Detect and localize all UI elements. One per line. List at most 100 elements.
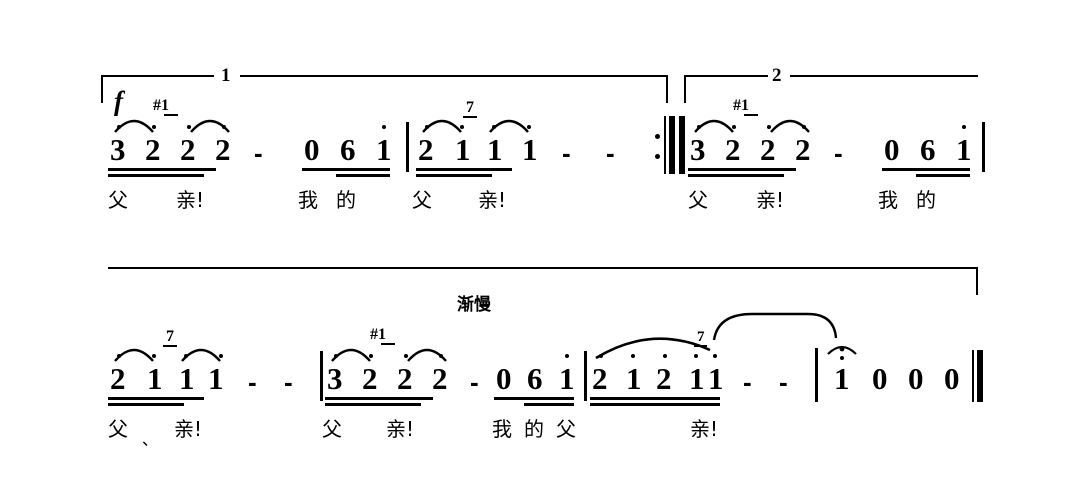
- note: 1: [559, 361, 575, 396]
- octave-dot: [767, 125, 771, 129]
- beam-primary: [108, 168, 216, 171]
- note: 2: [215, 132, 231, 167]
- lyric: 父: [556, 417, 576, 441]
- barline: [815, 348, 818, 402]
- note-sustain-dash: -: [834, 138, 843, 168]
- octave-dot: [117, 354, 121, 358]
- octave-dot: [599, 354, 603, 358]
- grace-note-7: 7: [166, 328, 174, 345]
- barline: [584, 351, 587, 401]
- lyric: 亲!: [174, 417, 203, 441]
- beam-secondary: [336, 174, 390, 177]
- note: 1: [208, 361, 224, 396]
- beam-primary: [688, 168, 796, 171]
- note: 3: [327, 361, 343, 396]
- octave-dot: [663, 354, 667, 358]
- note: 2: [432, 361, 448, 396]
- fermata-icon: [827, 345, 857, 355]
- octave-dot: [219, 354, 223, 358]
- octave-dot: [697, 125, 701, 129]
- octave-dot: [369, 354, 373, 358]
- note: 1: [455, 132, 471, 167]
- note: 1: [376, 132, 392, 167]
- beam-primary: [108, 397, 204, 400]
- lyric: 我: [298, 188, 318, 212]
- lyric: 亲!: [176, 188, 205, 212]
- grace-note-7: 7: [697, 329, 705, 345]
- note: 0: [304, 132, 320, 167]
- note: 1: [626, 361, 642, 396]
- grace-note-sharp-1: #1: [733, 97, 749, 114]
- tie-across-barline: [712, 312, 838, 341]
- final-barline-thick: [977, 350, 983, 402]
- note: 2: [760, 132, 776, 167]
- lyric: 的: [524, 417, 544, 441]
- repeat-dot: [655, 134, 660, 139]
- note: 1: [834, 361, 850, 396]
- lyric: 的: [336, 188, 356, 212]
- octave-dot: [631, 354, 635, 358]
- beam-primary: [494, 397, 574, 400]
- lyric: 亲!: [756, 188, 785, 212]
- beam-secondary: [325, 403, 421, 406]
- note: 0: [908, 361, 924, 396]
- lyric: 父: [688, 188, 708, 212]
- octave-dot: [222, 125, 226, 129]
- repeat-dot: [655, 154, 660, 159]
- note: 1: [147, 361, 163, 396]
- dynamic-forte: f: [114, 86, 123, 116]
- note: 1: [708, 361, 724, 396]
- octave-dot: [713, 354, 717, 358]
- note: 6: [920, 132, 936, 167]
- beam-secondary: [108, 174, 204, 177]
- barline: [406, 122, 409, 172]
- note-sustain-dash: -: [248, 367, 257, 397]
- beam-primary: [302, 168, 390, 171]
- lyric: 我: [492, 417, 512, 441]
- note: 1: [487, 132, 503, 167]
- beam-primary: [325, 397, 433, 400]
- note: 2: [180, 132, 196, 167]
- octave-dot: [187, 125, 191, 129]
- slur-group-2: [422, 119, 529, 133]
- grace-note-beam-1: [164, 114, 178, 116]
- note: 0: [884, 132, 900, 167]
- lyric: 我: [878, 188, 898, 212]
- octave-dot: [439, 354, 443, 358]
- note: 2: [656, 361, 672, 396]
- grace-note-sharp-1: #1: [370, 326, 386, 343]
- volta-1-top-line-right: [240, 75, 668, 77]
- note: 2: [362, 361, 378, 396]
- repeat-barline-thin: [664, 116, 666, 174]
- beam-secondary: [916, 174, 970, 177]
- note: 2: [592, 361, 608, 396]
- volta-1-right-hook: [666, 75, 668, 103]
- grace-note-beam-2: [463, 116, 477, 118]
- lyric: 父: [322, 417, 342, 441]
- octave-dot: [152, 354, 156, 358]
- grace-note-beam-5: [381, 343, 395, 345]
- grace-note-beam-6: [694, 345, 707, 347]
- beam-primary: [416, 168, 512, 171]
- lyric: 父: [108, 417, 128, 441]
- system-2-right-hook: [976, 267, 978, 295]
- note-sustain-dash: -: [779, 367, 788, 397]
- octave-dot: [184, 354, 188, 358]
- beam-primary: [590, 397, 720, 400]
- note: 1: [179, 361, 195, 396]
- octave-dot: [334, 354, 338, 358]
- note: 1: [689, 361, 705, 396]
- octave-dot: [802, 125, 806, 129]
- lyric: 亲!: [386, 417, 415, 441]
- note: 0: [944, 361, 960, 396]
- beam-secondary: [416, 174, 492, 177]
- beam-primary: [882, 168, 970, 171]
- beam-secondary: [108, 403, 184, 406]
- volta-2-top-line-right: [790, 75, 978, 77]
- double-barline-thick: [679, 116, 685, 174]
- octave-dot: [565, 354, 569, 358]
- lyric: 、: [142, 430, 159, 449]
- octave-dot: [404, 354, 408, 358]
- volta-2-left-hook: [684, 75, 686, 103]
- note-sustain-dash: -: [284, 367, 293, 397]
